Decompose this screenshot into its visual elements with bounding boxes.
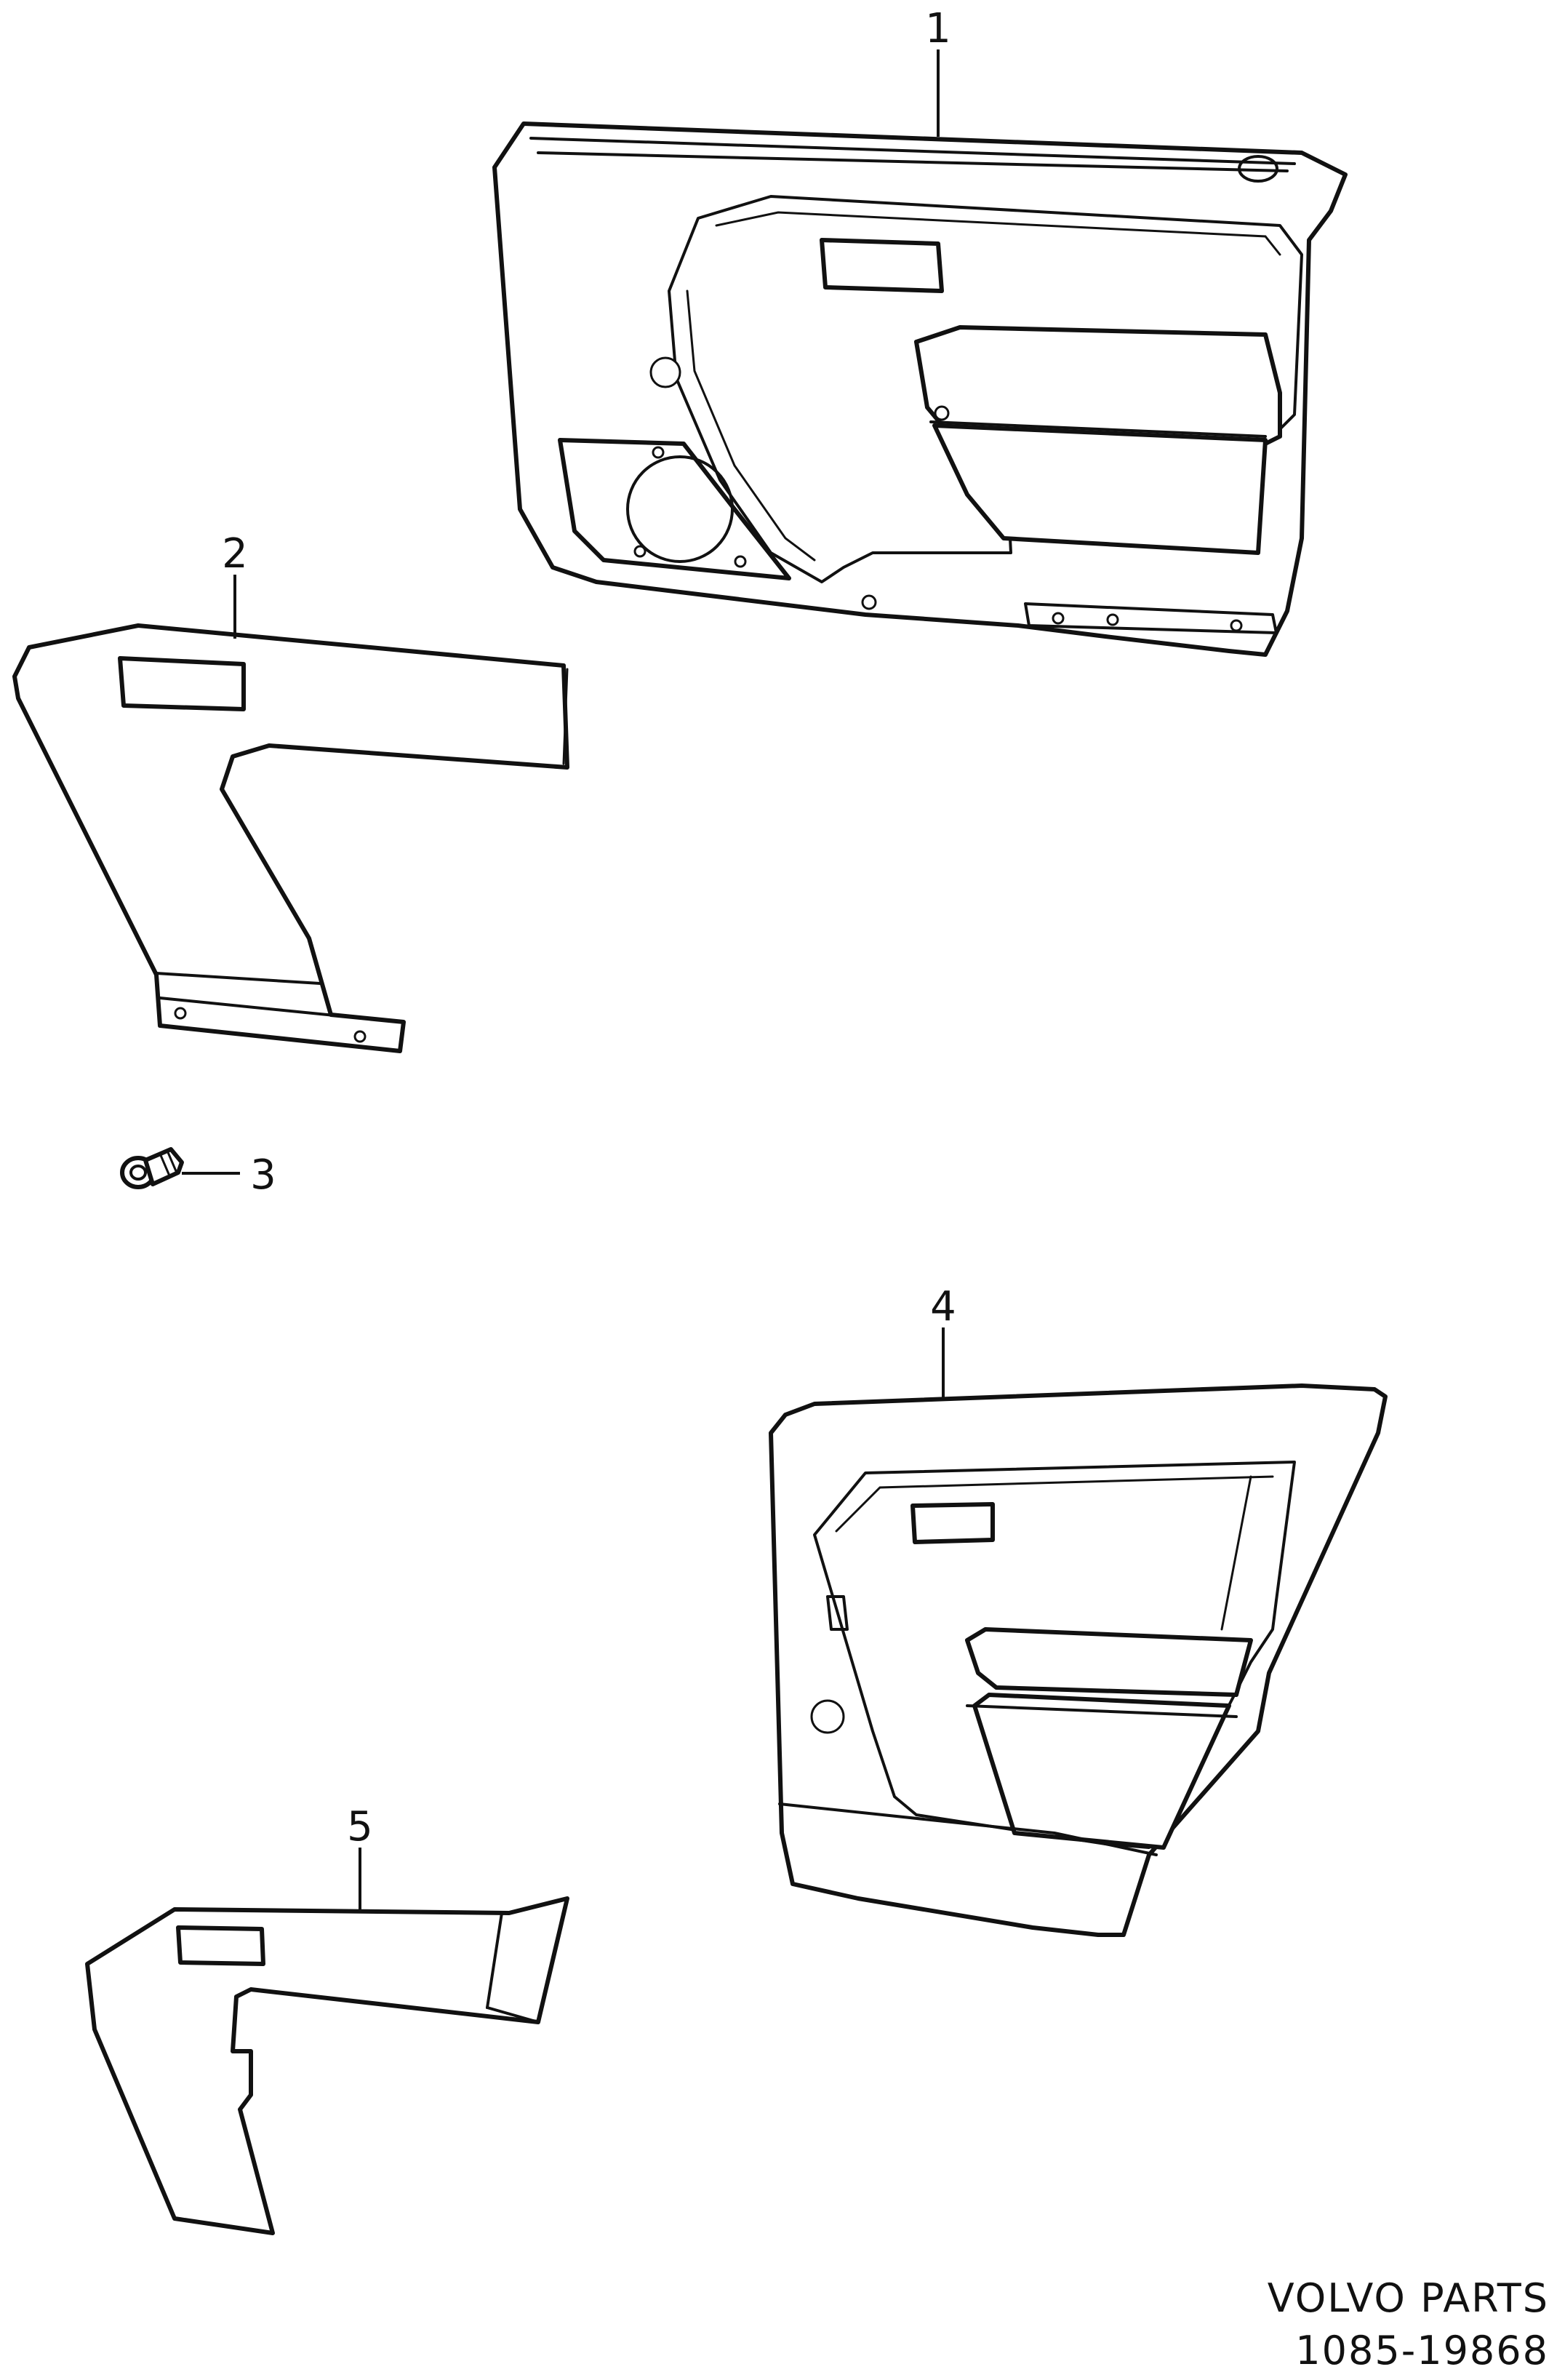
part-5-rear-lower-trim [85, 1896, 569, 2235]
part-4-rear-door-panel [769, 1383, 1388, 1937]
part-3-screw [120, 1147, 184, 1189]
callout-part-2: 2 [222, 530, 248, 578]
footer-brand: VOLVO PARTS [1267, 2275, 1549, 2321]
callout-part-3: 3 [250, 1151, 276, 1199]
footer-drawing-number: 1085-19868 [1295, 2328, 1549, 2373]
callout-part-5: 5 [347, 1803, 373, 1850]
callout-part-4: 4 [930, 1283, 956, 1330]
part-2-front-lower-trim [12, 623, 569, 1053]
callout-part-1: 1 [925, 5, 951, 52]
part-1-front-door-panel [492, 121, 1348, 657]
